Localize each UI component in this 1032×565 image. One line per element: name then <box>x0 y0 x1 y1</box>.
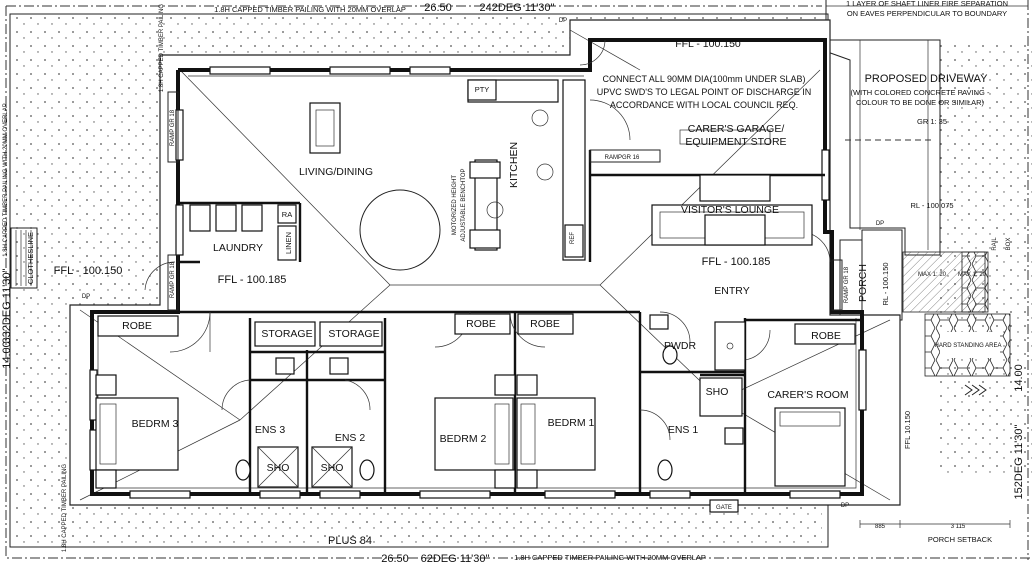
door-swings <box>144 39 831 441</box>
room-label-ra: RA <box>282 210 292 219</box>
room-label-pantry: PTY <box>475 85 490 94</box>
room-label-robe-3: ROBE <box>122 320 152 332</box>
motorized-note-2: ADJUSTABLE BENCHTOP <box>461 168 467 241</box>
ffl-main: FFL - 100.185 <box>218 274 287 286</box>
rl-porch: RL - 100.075 <box>910 201 953 210</box>
room-label-fridge: REF <box>570 232 576 244</box>
stormwater-note-3: ACCORDANCE WITH LOCAL COUNCIL REQ. <box>610 100 798 110</box>
fire-note-1: 1 LAYER OF SHAFT LINER FIRE SEPARATION <box>846 0 1008 8</box>
bottom-fence-note: 1.8H CAPPED TIMBER PAILING WITH 20MM OVE… <box>514 553 706 562</box>
room-label-sho-2: SHO <box>321 462 344 474</box>
clothesline <box>10 227 38 289</box>
rl-side: RL - 100.150 <box>881 262 890 305</box>
right-bearing: 152DEG 11'30" <box>1013 424 1025 499</box>
room-label-bedrm3: BEDRM 3 <box>132 418 179 430</box>
room-label-bedrm1: BEDRM 1 <box>548 417 595 429</box>
top-length: 26.50 <box>424 2 452 14</box>
ffl-main-east: FFL - 100.185 <box>702 256 771 268</box>
room-label-ens1: ENS 1 <box>668 424 699 436</box>
room-label-ens2: ENS 2 <box>335 432 366 444</box>
dp-3: DP <box>876 221 884 227</box>
room-label-ens3: ENS 3 <box>255 424 286 436</box>
room-label-robe-carer: ROBE <box>811 330 841 342</box>
room-label-sho-1: SHO <box>706 386 729 398</box>
dp-4: DP <box>841 503 849 509</box>
room-label-storage-2: STORAGE <box>328 328 379 340</box>
bottom-bearing: 62DEG 11'30" <box>421 553 490 565</box>
room-label-storage-1: STORAGE <box>261 328 312 340</box>
room-label-porch: PORCH <box>857 264 869 302</box>
rail-label: RAIL <box>992 237 998 251</box>
right-length: 14.00 <box>1013 364 1025 392</box>
room-label-pwdr: PWDR <box>664 340 696 352</box>
gate-label: GATE <box>716 505 732 511</box>
left-fence-note: 1.8H CAPPED TIMBER PAILING WITH 20MM OVE… <box>3 103 9 256</box>
driveway-note-1: (WITH COLORED CONCRETE PAVING - <box>851 88 990 97</box>
windows <box>89 66 867 499</box>
ffl-west: FFL - 100.150 <box>54 265 123 277</box>
ramps <box>167 91 843 311</box>
furniture <box>95 79 856 489</box>
driveway-gradient: GR 1: 35 <box>917 117 947 126</box>
room-label-living: LIVING/DINING <box>299 166 373 178</box>
dimension-lines <box>859 520 1011 528</box>
room-label-robe-2: ROBE <box>466 318 496 330</box>
dp-1: DP <box>82 294 90 300</box>
room-label-lounge: VISITOR'S LOUNGE <box>681 204 779 216</box>
room-label-entry: ENTRY <box>714 285 749 297</box>
ramp-living: RAMP GR 18 <box>170 109 176 146</box>
room-label-kitchen: KITCHEN <box>508 142 520 188</box>
driveway-title: PROPOSED DRIVEWAY <box>865 73 989 85</box>
ffl-east: FFL 10.150 <box>903 411 912 449</box>
room-label-garage-2: EQUIPMENT STORE <box>685 136 786 148</box>
capped-note-bottom: 1.8H CAPPED TIMBER PAILING <box>62 464 68 552</box>
room-label-robe-1: ROBE <box>530 318 560 330</box>
room-label-laundry: LAUNDRY <box>213 242 263 254</box>
room-label-linen: LINEN <box>284 232 293 254</box>
room-label-sho-3: SHO <box>267 462 290 474</box>
clothesline-label: CLOTHESLINE <box>26 232 35 284</box>
room-label-carers-room: CARER'S ROOM <box>767 389 848 401</box>
top-fence-note: 1.8H CAPPED TIMBER PAILING WITH 20MM OVE… <box>214 5 406 14</box>
level-labels: FFL - 100.185 FFL - 100.185 FFL - 100.15… <box>54 38 954 449</box>
proposed-driveway <box>821 39 941 256</box>
room-labels: LIVING/DINING LAUNDRY KITCHEN PTY REF RA… <box>122 85 1001 474</box>
ramp-kitchen: RAMPGR 16 <box>605 155 640 161</box>
porch-setback: PORCH SETBACK <box>928 535 992 544</box>
arrow-icon <box>964 384 987 396</box>
left-length: 14.00 <box>1 341 13 369</box>
room-label-garage: CARER'S GARAGE/ <box>688 123 785 135</box>
fire-note-2: ON EAVES PERPENDICULAR TO BOUNDARY <box>847 9 1007 18</box>
driveway-note-2: COLOUR TO BE DONE OR SIMILAR) <box>856 98 985 107</box>
eaves-outline <box>69 19 901 506</box>
setback-3115: 3 115 <box>951 524 966 530</box>
hard-standing-area <box>839 229 1011 377</box>
gate <box>709 499 739 513</box>
label-hardstanding: HARD STANDING AREA <box>935 343 1002 349</box>
capped-note-top: 1.8H CAPPED TIMBER PAILING <box>159 4 165 92</box>
left-bearing: 332DEG 11'30" <box>1 268 13 343</box>
ramp-laundry: RAMP GR 18 <box>170 261 176 298</box>
plus-84: PLUS 84 <box>328 535 372 547</box>
motorized-note-1: MOTORIZED HEIGHT <box>452 175 458 236</box>
top-bearing: 242DEG 11'30" <box>480 2 555 14</box>
box-label: BOX <box>1006 238 1012 251</box>
ffl-garage: FFL - 100.150 <box>675 38 741 50</box>
bottom-length: 26.50 <box>381 553 409 565</box>
setback-885: 885 <box>875 524 886 530</box>
stormwater-note-1: CONNECT ALL 90MM DIA(100mm UNDER SLAB) <box>602 74 805 84</box>
max-fall-1: MAX 1: 20 <box>918 272 947 278</box>
ramp-porch: RAMP GR 18 <box>844 266 850 303</box>
room-label-bedrm2: BEDRM 2 <box>440 433 487 445</box>
stormwater-note-2: UPVC SWD'S TO LEGAL POINT OF DISCHARGE I… <box>597 87 811 97</box>
max-fall-2: MAX 1: 20 <box>958 272 987 278</box>
dp-2: DP <box>559 18 567 24</box>
drawing-notes: 1 LAYER OF SHAFT LINER FIRE SEPARATION O… <box>82 0 1012 544</box>
